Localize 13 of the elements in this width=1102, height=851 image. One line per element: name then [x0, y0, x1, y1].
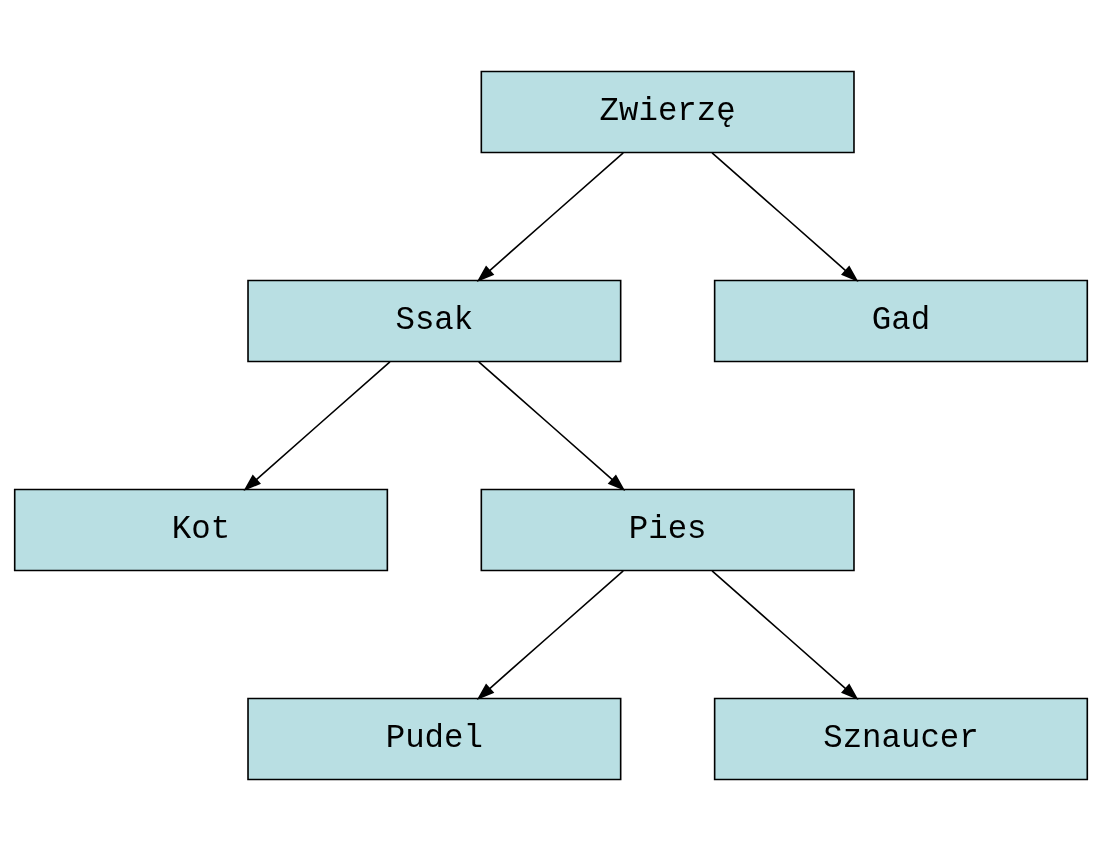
node-box: Sznaucer	[713, 697, 1089, 781]
arrow	[711, 570, 859, 700]
node-box: Gad	[713, 279, 1089, 363]
arrow	[477, 361, 626, 491]
node-box: Pudel	[247, 697, 622, 781]
node-box: Ssak	[247, 279, 622, 363]
node-box: Kot	[13, 488, 389, 572]
arrow	[711, 152, 859, 282]
arrow	[243, 361, 391, 491]
node-box: Pies	[480, 488, 855, 572]
arrow	[476, 152, 625, 282]
arrow	[476, 570, 625, 700]
node-box: Zwierzę	[480, 70, 855, 154]
